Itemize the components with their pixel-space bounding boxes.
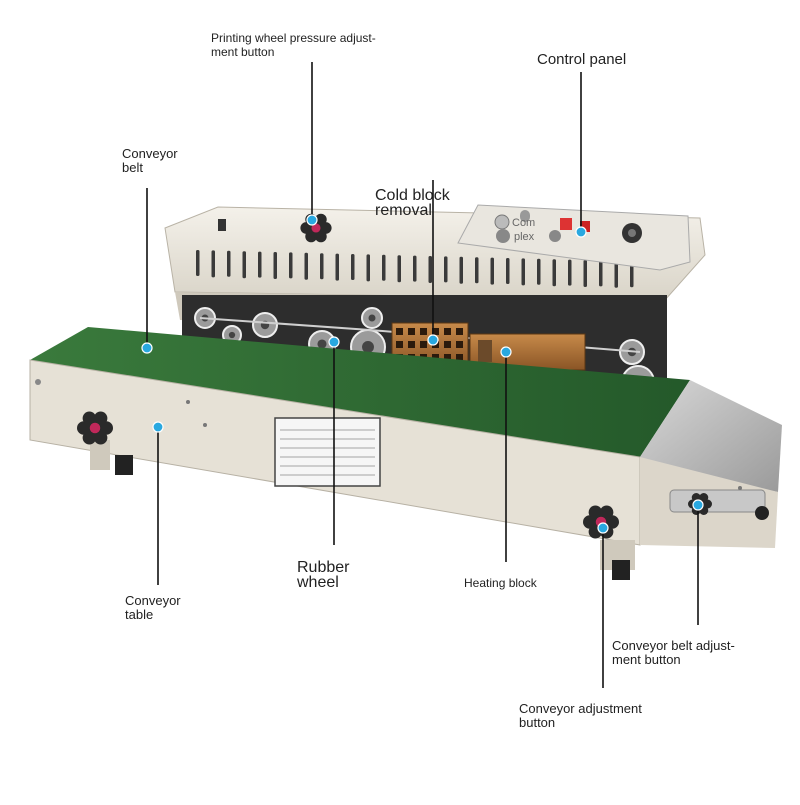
panel-text-line-1: Com	[512, 217, 535, 229]
hole	[456, 341, 463, 348]
callout-dot-conveyor-table	[152, 421, 164, 433]
vent-slot	[428, 256, 432, 283]
hole	[444, 341, 451, 348]
hole	[420, 328, 427, 335]
vent-slot	[196, 250, 200, 276]
label-control-panel: Control panel	[537, 51, 627, 68]
label-heating-block: Heating block	[464, 576, 537, 590]
vent-slot	[459, 256, 463, 284]
vent-slot	[335, 253, 339, 281]
knob-icon	[77, 411, 113, 445]
vent-slot	[211, 250, 215, 278]
hole	[444, 328, 451, 335]
hole	[444, 354, 451, 361]
hole	[432, 354, 439, 361]
vent-slot	[490, 257, 494, 285]
vent-slot	[568, 259, 572, 286]
label-belt-adjustment: Conveyor belt adjust- ment button	[612, 638, 735, 667]
vent-slot	[444, 256, 448, 283]
vent-slot	[614, 260, 618, 288]
vent-slot	[552, 259, 556, 287]
vent-slot	[304, 252, 308, 280]
callout-dot-belt-adjustment	[692, 499, 704, 511]
wheel-hub	[368, 314, 376, 322]
hole	[408, 328, 415, 335]
vent-slot	[413, 255, 417, 282]
knob-center	[311, 223, 321, 233]
label-rubber-wheel: Rubber wheel	[297, 559, 350, 591]
callout-dot-conveyor-belt	[141, 342, 153, 354]
callout-dot-control-panel	[575, 226, 587, 238]
hole	[456, 328, 463, 335]
callout-dot-cold-block	[427, 334, 439, 346]
label-conveyor-belt: Conveyor belt	[122, 146, 178, 175]
callout-dot-printing-wheel	[306, 214, 318, 226]
hole	[396, 341, 403, 348]
vent-slot	[583, 260, 587, 287]
callout-dot-rubber-wheel	[328, 336, 340, 348]
hole	[420, 341, 427, 348]
callout-dot-conveyor-adjustment	[597, 522, 609, 534]
vent-slot	[366, 254, 370, 282]
control-panel-box: Com plex	[457, 204, 691, 271]
vent-slot	[382, 254, 386, 281]
label-conveyor-table: Conveyor table	[125, 593, 181, 622]
vent-slot	[242, 251, 246, 279]
hole	[408, 341, 415, 348]
wheel-hub	[317, 339, 327, 349]
vent-slot	[506, 258, 510, 284]
vent-slot	[227, 250, 231, 277]
wheel-hub	[228, 331, 236, 339]
knob-center	[89, 422, 101, 434]
vent-slot	[475, 257, 479, 284]
nameplate	[274, 417, 381, 487]
callout-dot-heating-block	[500, 346, 512, 358]
vent-slot	[351, 254, 355, 280]
vent-slot	[537, 258, 541, 285]
vent-slot	[397, 255, 401, 283]
vent-slot	[258, 251, 262, 278]
fittings	[35, 219, 742, 490]
vent-slot	[273, 252, 277, 279]
label-conveyor-adjustment: Conveyor adjustment button	[519, 701, 642, 730]
conveyor-assembly	[29, 327, 782, 580]
callout-lines	[141, 62, 704, 688]
hole	[456, 354, 463, 361]
vent-slot	[599, 260, 603, 287]
vent-slot	[320, 253, 324, 280]
panel-text-line-2: plex	[514, 231, 535, 243]
wheel-hub	[362, 341, 374, 353]
hole	[432, 328, 439, 335]
vent-slots	[196, 250, 634, 288]
label-cold-block: Cold block removal	[375, 187, 450, 219]
label-printing-wheel: Printing wheel pressure adjust- ment but…	[211, 31, 376, 59]
vent-slot	[521, 258, 525, 286]
vent-slot	[289, 252, 293, 279]
vent-slot	[630, 261, 634, 288]
hole	[396, 328, 403, 335]
